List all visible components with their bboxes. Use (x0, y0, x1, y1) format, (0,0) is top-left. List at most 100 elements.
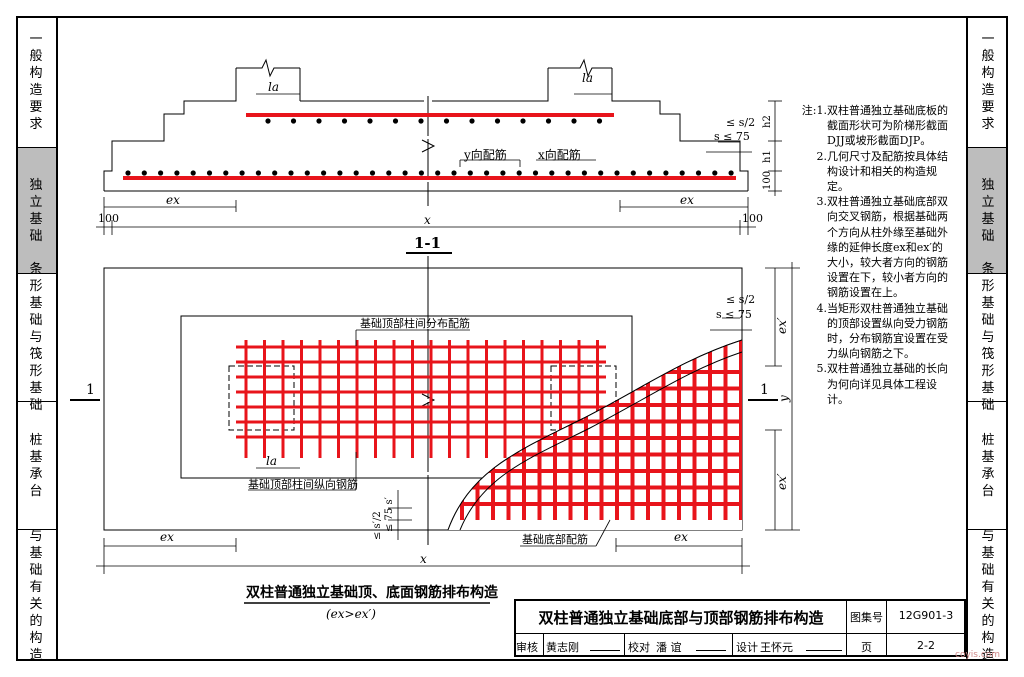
check-label: 校对 (628, 641, 650, 654)
section-rebars (123, 113, 736, 180)
bottom-cutaway (447, 339, 743, 531)
rebar-dot (516, 170, 522, 176)
note-item: 注:1.双柱普通独立基础底板的截面形状可为阶梯形截面DJJ或坡形截面DJP。 (801, 104, 948, 148)
page-value: 2-2 (917, 639, 935, 652)
rebar-dot (239, 170, 245, 176)
la-right-label: la (582, 71, 593, 85)
rebar-dot (206, 170, 213, 176)
tab-label: 与基础有关的构造 (981, 528, 995, 663)
right-tab-general[interactable]: 一般构造要求 (968, 16, 1008, 148)
rebar-dot (290, 118, 297, 124)
atlas-no-label: 图集号 (850, 611, 883, 624)
rebar-dot (141, 170, 147, 176)
x-bar-label: x向配筋 (538, 147, 581, 162)
rebar-dot (321, 170, 327, 176)
rebar-dot (255, 170, 261, 176)
ex-prime-bottom-label: ex′ (775, 473, 789, 490)
left-tab-pile-cap[interactable]: 桩基承台 (16, 402, 56, 530)
rebar-dot (435, 170, 441, 176)
left-tab-isolated[interactable]: 独立基础 (16, 148, 56, 274)
note-item: 4.当矩形双柱普通独立基础的顶部设置纵向受力钢筋时，分布钢筋宜设置在受力纵向钢筋… (816, 301, 949, 361)
rebar-dot (367, 118, 373, 124)
review-label: 审核 (516, 641, 538, 654)
rebar-dot (598, 170, 604, 176)
column-left (228, 365, 295, 431)
rebar-dot (679, 170, 685, 176)
drawing-frame (16, 16, 1008, 661)
designer-signature (806, 637, 842, 651)
plan-center-break-mark (421, 393, 436, 407)
top-rebar-dots (265, 118, 603, 124)
tab-label: 独立基础 (29, 177, 43, 244)
tab-label: 独立基础 (981, 177, 995, 244)
reviewer-signature (590, 637, 620, 651)
section-view (103, 58, 749, 206)
plan-labels: 基础顶部柱间分布配筋 基础顶部柱间纵向钢筋 基础底部配筋 la 1 1 ex e… (86, 293, 791, 566)
rebar-dot (532, 170, 539, 176)
plan-x-label: x (420, 552, 427, 566)
plan-s2-left-label: ≤ s′/2 (372, 511, 383, 540)
section-title: 1-1 (414, 234, 441, 252)
rebar-dot (467, 170, 473, 176)
tab-label: 桩基承台 (981, 432, 995, 499)
tab-label: 一般构造要求 (29, 31, 43, 132)
ex-right-label: ex (680, 193, 694, 207)
tab-divider-left (56, 16, 58, 661)
rebar-dot (316, 118, 322, 124)
note-item: 3.双柱普通独立基础底部双向交叉钢筋，根据基础两个方向从柱外缘至基础外缘的延伸长… (816, 195, 949, 300)
tab-label: 桩基承台 (29, 432, 43, 499)
cut-left-label: 1 (86, 382, 95, 398)
plan-s2-label: ≤ s/2 (726, 293, 755, 306)
column-break-right (548, 58, 612, 78)
la-left-label: la (268, 80, 279, 94)
left-tab-general[interactable]: 一般构造要求 (16, 16, 56, 148)
rebar-dot (341, 118, 348, 124)
atlas-no-value: 12G901-3 (898, 609, 954, 622)
title-block: 双柱普通独立基础底部与顶部钢筋排布构造 图集号 12G901-3 审核 黄志刚 … (514, 599, 966, 657)
checker-name: 潘 谊 (656, 641, 682, 654)
rebar-dot (712, 170, 718, 176)
d100-vertical-label: 100 (762, 171, 773, 190)
s75-label: s ≤ 75 (714, 130, 750, 143)
y-dim-label: y (777, 395, 791, 403)
plan-s75-label: s ≤ 75 (716, 308, 752, 321)
right-tab-pile-cap[interactable]: 桩基承台 (968, 402, 1008, 530)
rebar-dot (581, 170, 588, 176)
tab-label: 一般构造要求 (981, 31, 995, 132)
figure-caption: 双柱普通独立基础顶、底面钢筋排布构造 (246, 584, 498, 601)
left-tab-strip-raft[interactable]: 条形基础与筏形基础 (16, 262, 56, 413)
h1-label: h1 (762, 150, 773, 163)
rebar-dot (647, 170, 653, 176)
rebar-dot (520, 118, 526, 124)
plan-ex-right-label: ex (674, 530, 688, 544)
rebar-dot (663, 170, 669, 176)
foundation-outline-right (611, 68, 749, 191)
section-labels: la la y向配筋 x向配筋 ex ex x 100 100 ≤ s/2 s … (98, 71, 773, 252)
rebar-dot (494, 118, 501, 124)
tab-label: 条形基础与筏形基础 (29, 262, 43, 413)
notes-block: 注:1.双柱普通独立基础底板的截面形状可为阶梯形截面DJJ或坡形截面DJP。2.… (793, 103, 953, 407)
d100-left-label: 100 (98, 212, 119, 225)
note-item: 5.双柱普通独立基础的长向为何向详见具体工程设计。 (816, 362, 949, 406)
right-tab-related[interactable]: 与基础有关的构造 (968, 528, 1008, 663)
rebar-dot (418, 118, 424, 124)
rebar-dot (545, 118, 552, 124)
s2-label: ≤ s/2 (726, 116, 755, 129)
d100-right-label: 100 (742, 212, 763, 225)
right-tab-isolated[interactable]: 独立基础 (968, 148, 1008, 274)
rebar-dot (571, 118, 577, 124)
y-bar-label: y向配筋 (463, 147, 507, 162)
rebar-dot (596, 118, 603, 124)
column-right (550, 365, 617, 431)
left-tab-related[interactable]: 与基础有关的构造 (16, 529, 56, 663)
reviewer-name: 黄志刚 (546, 641, 579, 654)
rebar-dot (174, 170, 180, 176)
plan-dims (70, 262, 800, 574)
rebar-dot (288, 170, 294, 176)
rebar-dot (125, 170, 131, 176)
rebar-dot (386, 170, 392, 176)
right-tab-strip-raft[interactable]: 条形基础与筏形基础 (968, 262, 1008, 413)
foundation-outline (103, 68, 237, 191)
note-item: 2.几何尺寸及配筋按具体结构设计和相关的构造规定。 (816, 149, 949, 194)
